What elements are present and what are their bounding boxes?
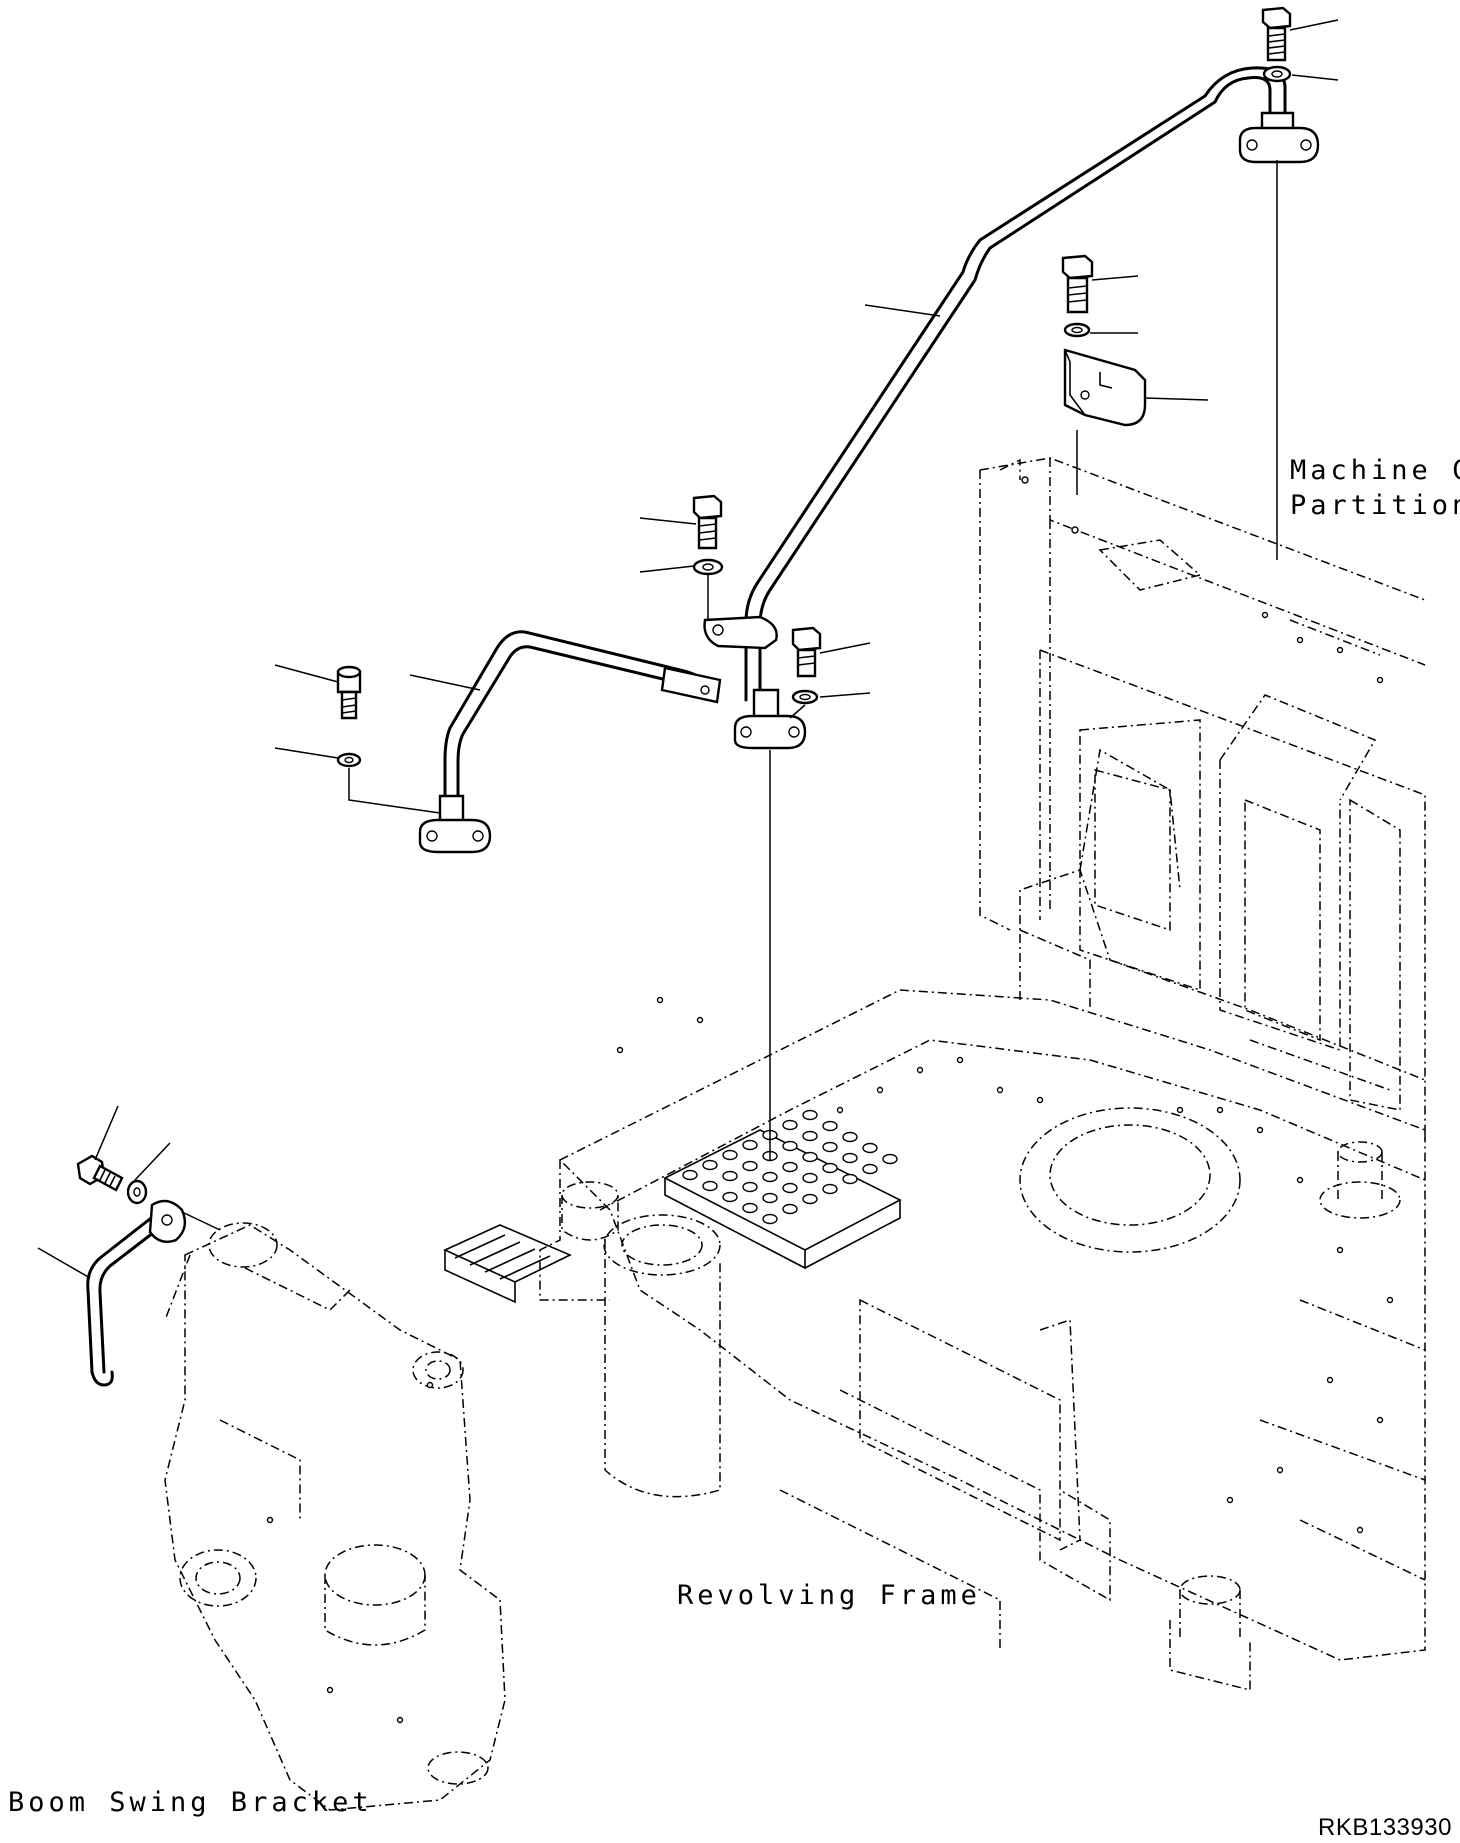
step-comb [443,1224,572,1304]
grille-hole [822,1162,838,1174]
grille-hole [822,1120,838,1132]
cab-partition-outline [979,457,1426,1140]
grille-hole [682,1169,698,1181]
grille-hole [842,1131,858,1143]
grille-hole [742,1139,758,1151]
revolving-frame-outline [539,748,1426,1691]
grille-hole [742,1160,758,1172]
assembly-centerlines [181,160,1278,1231]
boom-swing-bracket-label: Boom Swing Bracket [8,1787,373,1818]
grille-hole [842,1173,858,1185]
grille-hole [802,1151,818,1163]
grille-hole [802,1130,818,1142]
grille-hole [822,1141,838,1153]
grille-hole [822,1183,838,1195]
long-pipe [703,66,1320,750]
grille-plate [663,1109,902,1270]
short-pipe [418,630,722,854]
grille-hole [702,1180,718,1192]
boom-swing-bracket-outline [164,1222,506,1811]
grille-hole [802,1193,818,1205]
grille-hole [802,1172,818,1184]
revolving-frame-label: Revolving Frame [677,1580,981,1611]
cab-partition-label-line-2: Partition [1290,490,1460,521]
grille-hole [782,1119,798,1131]
grille-hole [802,1109,818,1121]
grille-hole [702,1159,718,1171]
callout-leaders [37,19,1339,1279]
grille-hole [842,1152,858,1164]
grille-hole [782,1161,798,1173]
hook-pipe [86,1199,187,1387]
frame-mount-holes [266,476,1394,1724]
grille-hole [782,1203,798,1215]
grille-hole [722,1191,738,1203]
grille-hole [762,1171,778,1183]
grille-hole [742,1202,758,1214]
grille-hole [742,1181,758,1193]
cab-partition-label-line-1: Machine Cab [1290,455,1460,486]
grille-hole [722,1170,738,1182]
grille-hole [882,1153,898,1165]
drawing-code: RKB133930 [1318,1814,1452,1841]
grille-hole [862,1163,878,1175]
grille-hole [722,1149,738,1161]
grille-hole [782,1182,798,1194]
fasteners [76,6,1292,1205]
grille-hole [762,1192,778,1204]
grille-hole [862,1142,878,1154]
grille-hole [782,1140,798,1152]
grille-hole [762,1213,778,1225]
